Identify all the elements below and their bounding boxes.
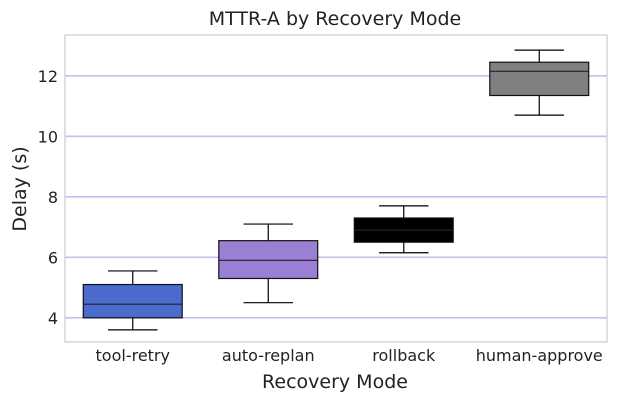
x-tick-label: human-approve	[476, 346, 603, 365]
y-tick-label: 6	[48, 248, 58, 267]
box-auto-replan	[218, 240, 319, 280]
plot-frame	[64, 34, 608, 343]
y-tick-label: 8	[48, 188, 58, 207]
x-tick-label: auto-replan	[222, 346, 315, 365]
plot-area: 4 6 8 10 12 tool-retry auto-replan rollback huma…	[38, 34, 608, 365]
chart-title: MTTR-A by Recovery Mode	[209, 8, 461, 30]
y-axis-label: Delay (s)	[9, 146, 31, 231]
box-tool-retry	[82, 283, 183, 319]
y-tick-label: 10	[38, 127, 58, 146]
x-tick-label: tool-retry	[96, 346, 170, 365]
x-tick-label: rollback	[372, 346, 436, 365]
y-tick-label: 12	[38, 67, 58, 86]
x-axis-label: Recovery Mode	[262, 371, 408, 393]
box-human-approve	[489, 61, 590, 97]
y-tick-label: 4	[48, 309, 58, 328]
